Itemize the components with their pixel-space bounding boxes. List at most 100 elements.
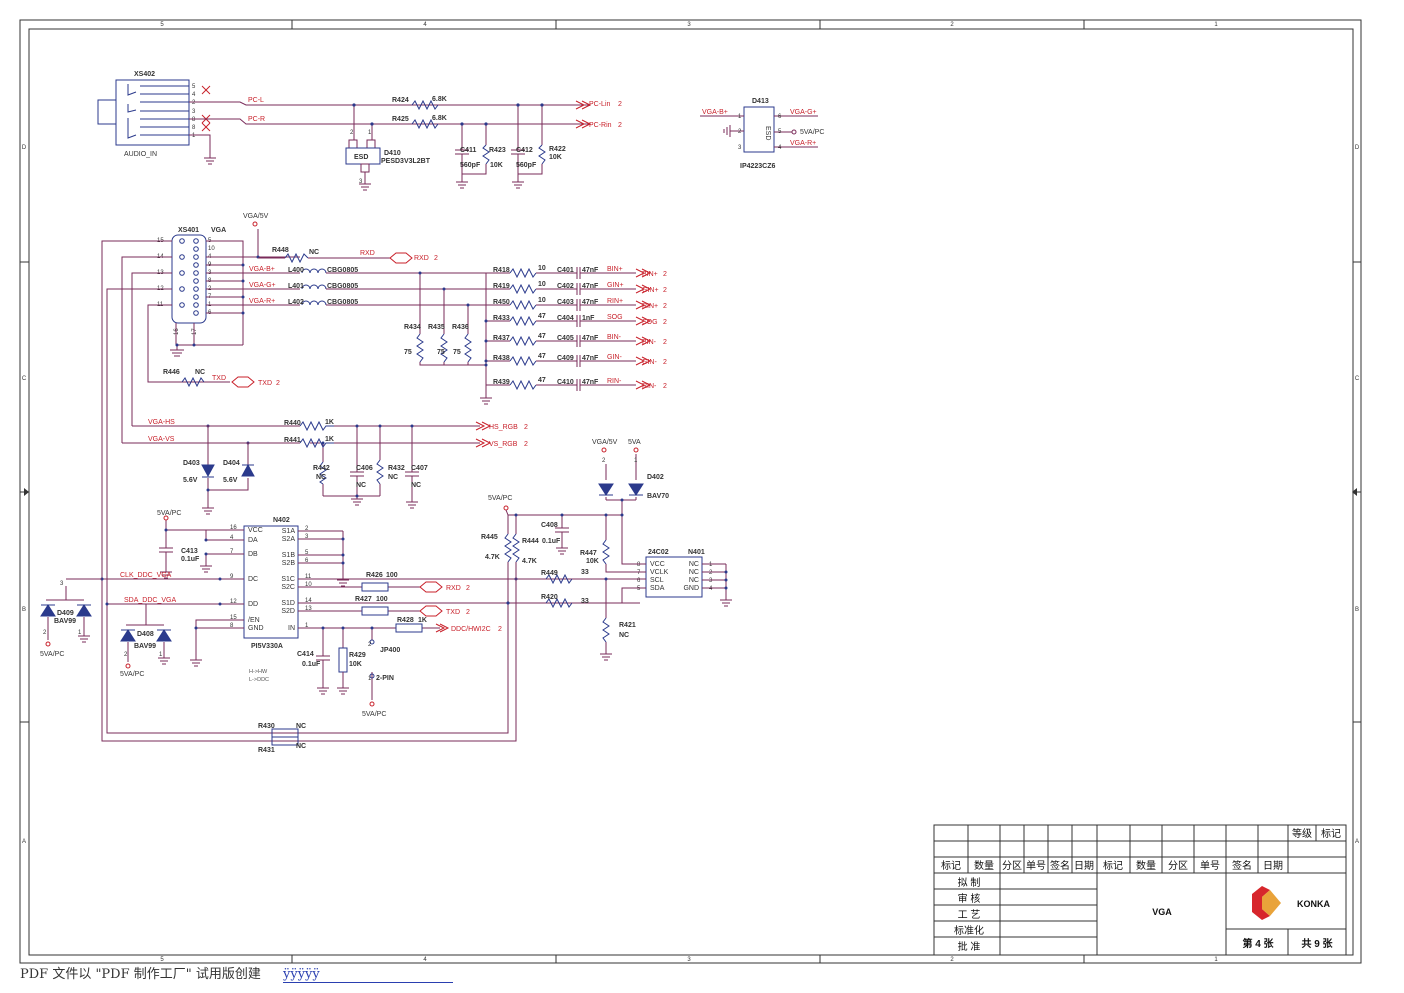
- r421-value: NC: [619, 632, 629, 639]
- net-vga-g-plus: VGA-G+: [790, 109, 817, 116]
- n402-pin-name: DD: [248, 601, 258, 608]
- filter-offpage-sheet: 2: [663, 339, 667, 346]
- pin-number: 1: [634, 458, 638, 464]
- filter-offpage-label: GIN-: [642, 359, 657, 366]
- pin-number: 2: [738, 129, 742, 135]
- n401-chip: [645, 556, 703, 598]
- offpage-txd: TXD: [258, 380, 272, 387]
- n401-pin-name: VCLK: [650, 569, 669, 576]
- frame-arrows: [24, 488, 1357, 496]
- d403-label: D403: [183, 460, 200, 467]
- filter-net-label: RIN+: [607, 298, 623, 305]
- n402-pin-name: S1B: [282, 552, 296, 559]
- filter-cap-label: C405: [557, 335, 574, 342]
- n402-pin-name: DC: [248, 576, 258, 583]
- filter-resistor-value: 47: [538, 333, 546, 340]
- tb-role: 拟 制: [958, 876, 981, 889]
- r442-label: R442: [313, 465, 330, 472]
- n401-pin-number: 3: [709, 578, 713, 584]
- c408-label: C408: [541, 522, 558, 529]
- xs401-ref: XS401: [178, 227, 199, 234]
- d402-part: BAV70: [647, 493, 669, 500]
- filter-resistor-label: R450: [493, 299, 510, 306]
- col-label: 4: [423, 957, 427, 963]
- net-sda-ddc-vga: SDA_DDC_VGA: [124, 597, 176, 604]
- d409-part: BAV99: [54, 618, 76, 625]
- n401-pin-name: VCC: [650, 561, 665, 568]
- tb-company: KONKA: [1297, 899, 1330, 909]
- pwr-vga-5v: VGA/5V: [592, 439, 618, 446]
- n402-pin-number: 11: [305, 574, 312, 580]
- filter-cap-label: C409: [557, 355, 574, 362]
- tb-header: 数量: [974, 859, 994, 872]
- filter-net-label: GIN-: [607, 354, 622, 361]
- footer-link[interactable]: ÿÿÿÿÿ: [283, 967, 454, 983]
- n402-pin-number: 3: [305, 534, 309, 540]
- pin-number: 1: [192, 133, 196, 139]
- n402-pin-number: 5: [305, 550, 309, 556]
- c407-label: C407: [411, 465, 428, 472]
- d410-mark: ESD: [354, 154, 368, 161]
- n401-pin-number: 4: [709, 586, 713, 592]
- frame-labels: 5 4 3 2 1 5 4 3 2 1 D C B A D C B A: [22, 22, 1360, 963]
- l401-value: CBG0805: [327, 283, 358, 290]
- n402-chip: [243, 525, 299, 639]
- offpage-sheet: 2: [618, 101, 622, 108]
- r440-label: R440: [284, 420, 301, 427]
- tb-role: 工 艺: [958, 909, 981, 921]
- r428-value: 1K: [418, 617, 427, 624]
- n402-pin-number: 12: [230, 599, 237, 605]
- col-label: 5: [160, 957, 164, 963]
- pin-number: 3: [738, 145, 742, 151]
- l400-value: CBG0805: [327, 267, 358, 274]
- net-pc-l: PC-L: [248, 97, 264, 104]
- n402-pin-number: 10: [305, 582, 312, 588]
- row-label: D: [1355, 145, 1360, 151]
- l402-label: L402: [288, 299, 304, 306]
- pin-number: 3: [192, 109, 196, 115]
- xs401-name: VGA: [211, 227, 226, 234]
- filter-net-label: BIN-: [607, 334, 622, 341]
- n402-pin-name: /EN: [248, 617, 260, 624]
- n401-pin-number: 6: [637, 578, 641, 584]
- offpage-txd: TXD: [446, 609, 460, 616]
- r441-label: R441: [284, 437, 301, 444]
- row-label: C: [1355, 376, 1360, 382]
- r442-value: NC: [316, 474, 326, 481]
- tb-mark-label: 标记: [1321, 828, 1341, 840]
- n401-pin-number: 7: [637, 570, 641, 576]
- r445-label: R445: [481, 534, 498, 541]
- filter-cap-value: 47nF: [582, 379, 599, 386]
- offpage-rxd: RXD: [414, 255, 429, 262]
- pdf-footer: PDF 文件以 "PDF 制作工厂" 试用版创建 ÿÿÿÿÿ: [20, 963, 454, 983]
- jp400-type: 2-PIN: [376, 675, 394, 682]
- l400-label: L400: [288, 267, 304, 274]
- tb-header: 分区: [1002, 860, 1022, 872]
- n402-pin-name: S1C: [281, 576, 295, 583]
- r423-label: R423: [489, 147, 506, 154]
- col-label: 3: [687, 957, 691, 963]
- switch-note-1: H->HW: [249, 669, 268, 675]
- col-label: 1: [1214, 22, 1218, 28]
- filter-offpage-sheet: 2: [663, 271, 667, 278]
- c412-value: 560pF: [516, 162, 537, 169]
- filter-offpage-sheet: 2: [663, 359, 667, 366]
- filter-resistor-value: 47: [538, 313, 546, 320]
- d410-part: PESD3V3L2BT: [381, 158, 431, 165]
- n402-pin-number: 8: [230, 623, 234, 629]
- r425-label: R425: [392, 116, 409, 123]
- offpage-pc-rin: PC-Rin: [589, 122, 612, 129]
- n402-pin-number: 2: [305, 526, 309, 532]
- pwr-5va-pc: 5VA/PC: [488, 495, 512, 502]
- r434-value: 75: [404, 349, 412, 356]
- offpage-sheet: 2: [466, 609, 470, 616]
- row-label: C: [22, 376, 27, 382]
- r432-value: NC: [388, 474, 398, 481]
- c406-value: NC: [356, 482, 366, 489]
- c414-value: 0.1uF: [302, 661, 321, 668]
- d403-value: 5.6V: [183, 477, 198, 484]
- r432-label: R432: [388, 465, 405, 472]
- audio-section: XS402 AUDIO_IN 5 4 2 3 1 8 8 PC-L PC-R: [97, 71, 622, 191]
- filter-net-label: BIN+: [607, 266, 623, 273]
- r423-value: 10K: [490, 162, 503, 169]
